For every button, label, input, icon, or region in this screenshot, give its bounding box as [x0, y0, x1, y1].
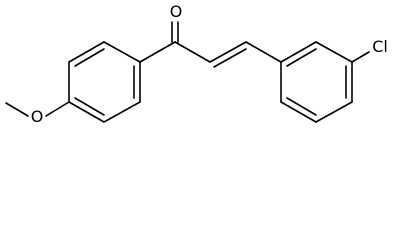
bond — [68, 41, 105, 63]
methoxy-oxygen-label: O — [31, 107, 44, 126]
bond — [315, 41, 353, 63]
chemical-structure: O O Cl — [5, 2, 388, 126]
alkene-chain — [174, 41, 282, 68]
bond — [174, 41, 211, 63]
bond — [45, 101, 70, 117]
ring-double-bond — [74, 48, 105, 67]
alkene-double-bond — [213, 48, 247, 68]
bond — [139, 41, 176, 63]
bond — [209, 41, 247, 63]
ring-double-bond — [74, 97, 105, 116]
bond — [351, 51, 370, 63]
chlorophenyl-ring — [280, 41, 353, 123]
methoxy-group: O — [5, 101, 70, 126]
bond — [315, 101, 353, 123]
bond — [280, 41, 317, 63]
bond — [5, 102, 29, 117]
methoxyphenyl-ring — [68, 41, 141, 123]
bond — [68, 101, 105, 123]
chlorine-label: Cl — [372, 37, 388, 56]
carbonyl-group: O — [139, 2, 183, 63]
bond — [103, 101, 141, 123]
ring-double-bond — [286, 97, 317, 116]
bond — [280, 101, 317, 123]
ring-double-bond — [286, 48, 317, 67]
chloro-group: Cl — [351, 37, 388, 63]
bond — [245, 41, 282, 63]
bond — [103, 41, 141, 63]
carbonyl-oxygen-label: O — [170, 2, 183, 21]
